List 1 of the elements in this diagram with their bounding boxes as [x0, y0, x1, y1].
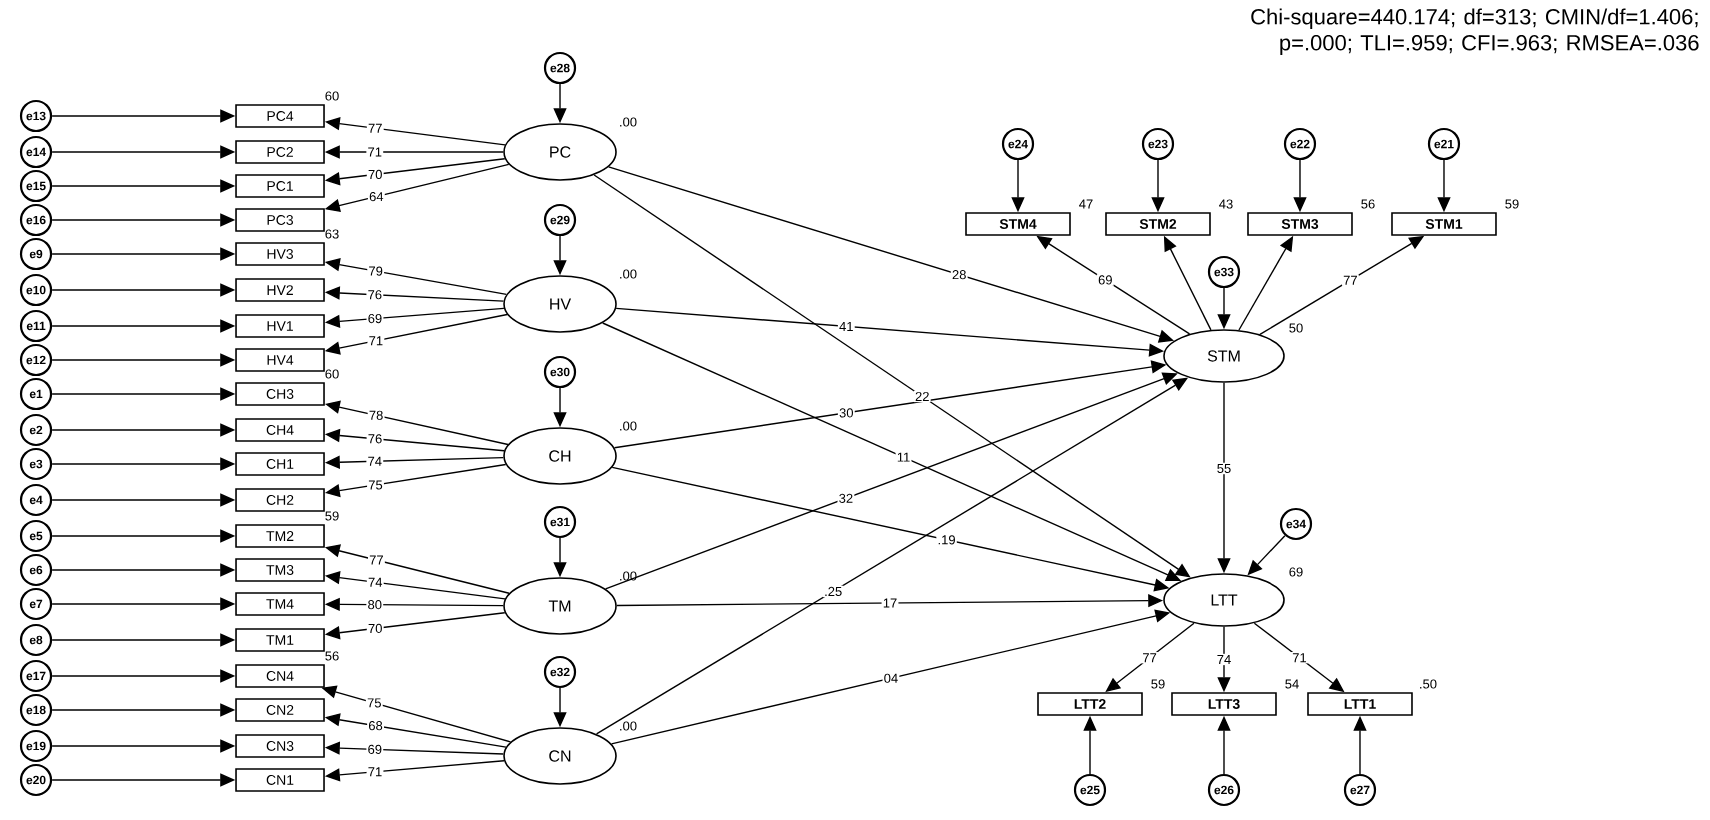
fit-statistics: Chi-square=440.174; df=313; CMIN/df=1.406; p=.000; TLI=.959; CFI=.963; RMSEA=.036 — [1251, 8, 1699, 55]
